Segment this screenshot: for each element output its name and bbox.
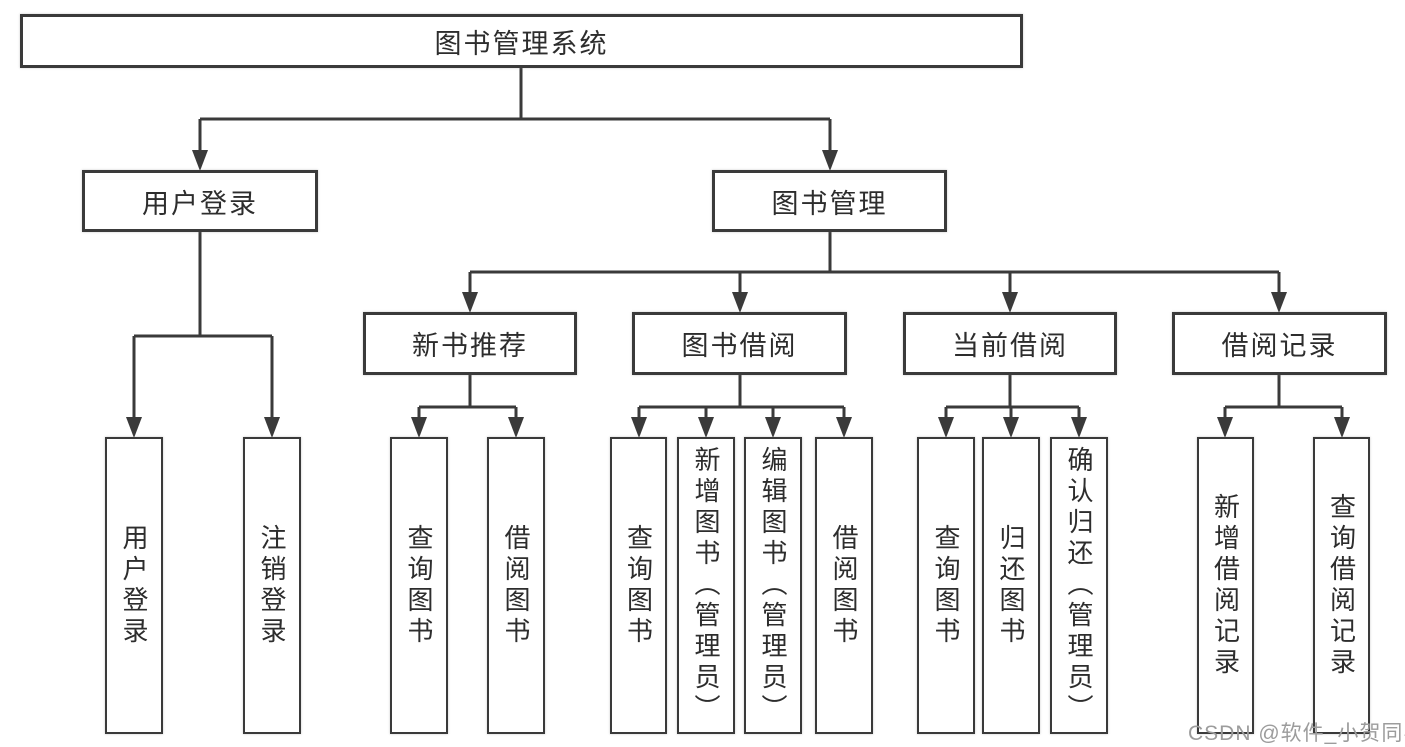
leaf-query-books: 查询图书 bbox=[917, 437, 975, 734]
leaf-query-borrow-record: 查询借阅记录 bbox=[1313, 437, 1370, 734]
leaf-add-book-admin: 新增图书（管理员） bbox=[677, 437, 735, 734]
node-label: 图书借阅 bbox=[681, 331, 798, 361]
leaf-label: 注销登录 bbox=[257, 523, 287, 648]
leaf-label: 查询图书 bbox=[931, 523, 961, 648]
leaf-edit-book-admin: 编辑图书（管理员） bbox=[744, 437, 802, 734]
node-borrowing-records: 借阅记录 bbox=[1172, 312, 1387, 375]
leaf-label: 确认归还（管理员） bbox=[1064, 446, 1094, 725]
csdn-watermark: CSDN @软件_小贺同学 bbox=[1188, 722, 1405, 745]
node-book-management: 图书管理 bbox=[712, 170, 947, 232]
leaf-label: 查询借阅记录 bbox=[1326, 492, 1357, 679]
leaf-user-login: 用户登录 bbox=[105, 437, 163, 734]
leaf-query-books: 查询图书 bbox=[610, 437, 667, 734]
node-label: 图书管理系统 bbox=[434, 28, 609, 59]
node-label: 当前借阅 bbox=[952, 331, 1068, 361]
leaf-label: 新增图书（管理员） bbox=[691, 446, 721, 725]
leaf-borrow-books: 借阅图书 bbox=[487, 437, 545, 734]
node-label: 借阅记录 bbox=[1221, 331, 1338, 361]
leaf-label: 借阅图书 bbox=[829, 523, 859, 648]
node-current-borrowing: 当前借阅 bbox=[903, 312, 1117, 375]
leaf-add-borrow-record: 新增借阅记录 bbox=[1197, 437, 1254, 734]
node-label: 图书管理 bbox=[771, 188, 888, 219]
leaf-label: 用户登录 bbox=[119, 523, 149, 648]
leaf-label: 借阅图书 bbox=[501, 523, 531, 648]
leaf-label: 查询图书 bbox=[404, 523, 434, 648]
leaf-logout: 注销登录 bbox=[243, 437, 301, 734]
leaf-borrow-books: 借阅图书 bbox=[815, 437, 873, 734]
node-user-login: 用户登录 bbox=[82, 170, 318, 232]
node-library-management-system: 图书管理系统 bbox=[20, 14, 1023, 68]
node-label: 用户登录 bbox=[142, 188, 258, 219]
leaf-return-books: 归还图书 bbox=[982, 437, 1040, 734]
leaf-query-books: 查询图书 bbox=[390, 437, 448, 734]
leaf-label: 查询图书 bbox=[623, 523, 654, 648]
node-label: 新书推荐 bbox=[412, 331, 528, 361]
leaf-confirm-return-admin: 确认归还（管理员） bbox=[1050, 437, 1108, 734]
node-book-borrowing: 图书借阅 bbox=[632, 312, 847, 375]
leaf-label: 新增借阅记录 bbox=[1210, 492, 1241, 679]
node-new-book-recommend: 新书推荐 bbox=[363, 312, 577, 375]
leaf-label: 归还图书 bbox=[996, 523, 1026, 648]
leaf-label: 编辑图书（管理员） bbox=[758, 446, 788, 725]
